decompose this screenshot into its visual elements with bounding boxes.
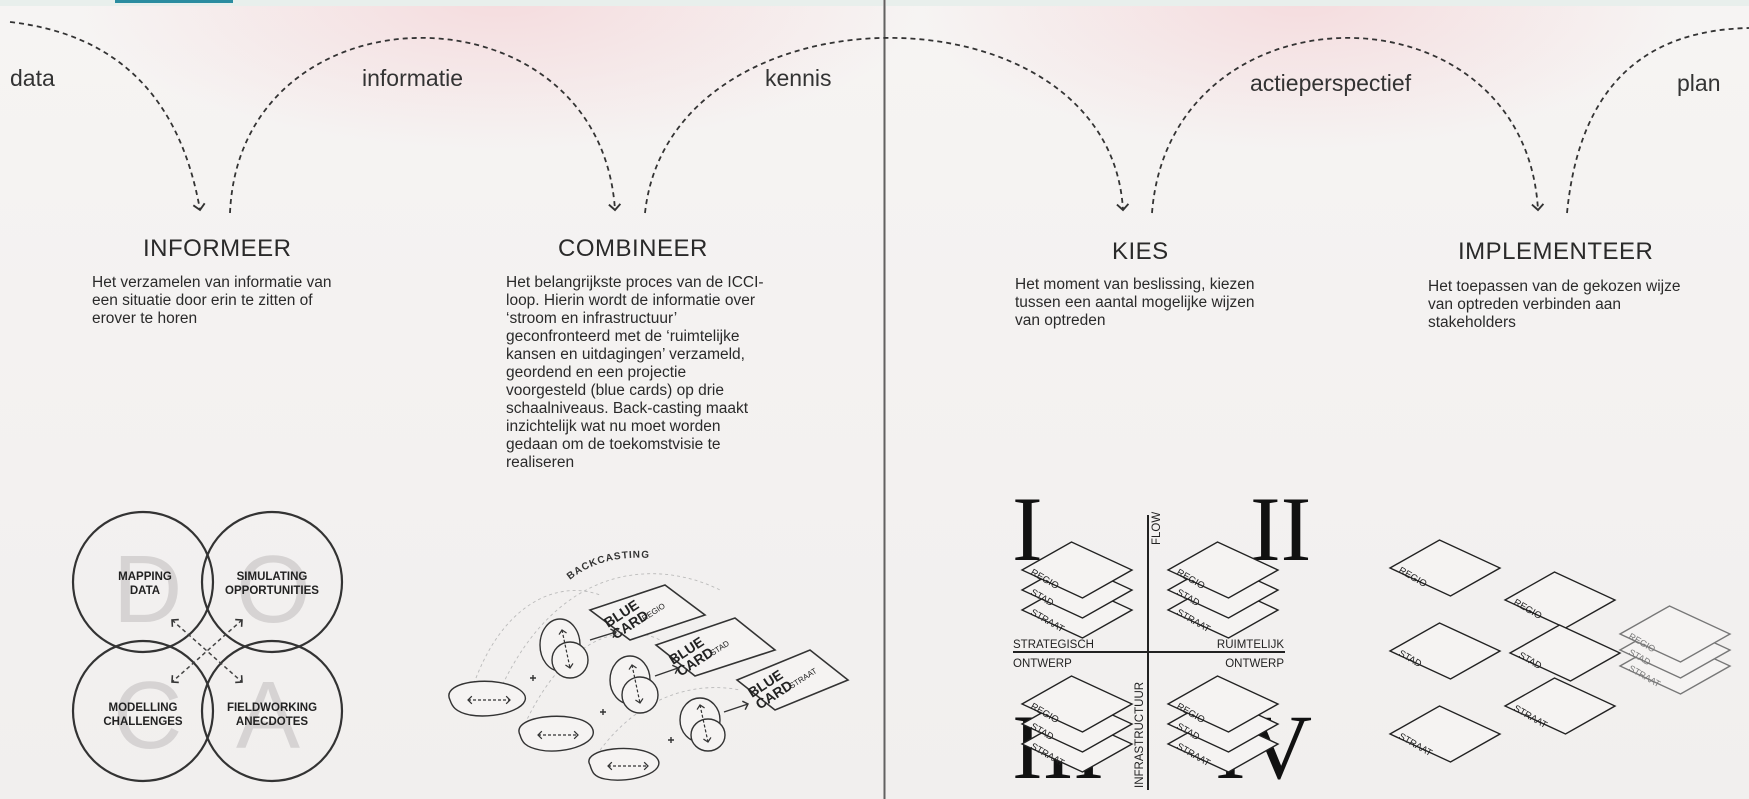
doca-letter-o: O [236, 536, 311, 643]
blob-arrow-6 [696, 704, 712, 743]
plus-3 [668, 737, 674, 743]
doca-letter-a: A [236, 662, 300, 769]
step-description-implementeer: Het toepassen van de gekozen wijze van o… [1428, 278, 1681, 331]
doca-label-mapping-1: MAPPING [118, 571, 172, 583]
kies-stack-1-layer-1 [1020, 541, 1134, 599]
arc-informeer-combineer [229, 37, 622, 214]
axis-ontwerp-right: ONTWERP [1225, 658, 1284, 670]
blue-card-straat [735, 649, 850, 711]
impl-stad-single [1388, 622, 1502, 680]
axis-strategisch: STRATEGISCH [1013, 639, 1094, 651]
doca-label-mapping-2: DATA [130, 585, 160, 597]
blob-arrow-4 [558, 629, 574, 669]
doca-label-fieldworking-1: FIELDWORKING [227, 702, 317, 714]
to-card-arrow-3 [723, 700, 749, 713]
doca-label-simulating-2: OPPORTUNITIES [225, 585, 319, 597]
doca-label-fieldworking-2: ANECDOTES [236, 716, 309, 728]
impl-straat-mid [1503, 677, 1617, 735]
step-title-combineer: COMBINEER [558, 235, 708, 262]
doca-circle-fieldworking [200, 639, 344, 783]
step-title-informeer: INFORMEER [143, 235, 292, 262]
doca-label-simulating-1: SIMULATING [237, 571, 308, 583]
top-band [0, 0, 1749, 6]
backcasting-curve-2 [519, 632, 661, 736]
impl-stad-mid [1508, 624, 1622, 682]
step-title-implementeer: IMPLEMENTEER [1458, 238, 1654, 265]
backcasting-curve-3 [589, 687, 741, 766]
flow-label-data: data [10, 65, 55, 91]
flow-label-informatie: informatie [362, 65, 463, 91]
flow-label-actieperspectief: actieperspectief [1250, 70, 1412, 96]
axis-ruimtelijk: RUIMTELIJK [1217, 639, 1284, 651]
plus-1 [530, 675, 536, 681]
impl-straat-single [1388, 705, 1502, 763]
doca-letter-c: C [113, 662, 182, 769]
impl-regio-mid [1503, 571, 1617, 629]
impl-stack-layer-1 [1618, 605, 1732, 663]
doca-label-modelling-2: CHALLENGES [103, 716, 183, 728]
page-gutter [883, 0, 886, 799]
kies-stack-4-layer-1 [1166, 675, 1280, 733]
step-description-combineer: Het belangrijkste proces van de ICCI-loo… [506, 274, 764, 471]
step-description-kies: Het moment van beslissing, kiezen tussen… [1015, 276, 1255, 329]
to-card-arrow-2 [654, 664, 679, 677]
flow-label-plan: plan [1677, 70, 1721, 96]
doca-letter-d: D [113, 536, 182, 643]
flow-label-kennis: kennis [765, 65, 832, 91]
to-card-arrow-1 [589, 628, 617, 641]
blue-card-stad [654, 617, 777, 677]
doca-circle-simulating [200, 510, 344, 654]
arc-implementeer-plan [1566, 27, 1749, 214]
kies-stack-2-layer-1 [1166, 541, 1280, 599]
doca-circle-mapping [71, 510, 215, 654]
doca-label-modelling-1: MODELLING [109, 702, 178, 714]
step-description-informeer: Het verzamelen van informatie van een si… [92, 274, 332, 327]
top-accent-mark [115, 0, 233, 3]
arc-data-informeer [9, 21, 206, 212]
impl-regio-single [1388, 539, 1502, 597]
kies-stack-3-layer-1 [1020, 675, 1134, 733]
backcasting-curve-4 [499, 573, 721, 691]
arc-combineer-kies [644, 37, 1130, 214]
axis-infrastructuur: INFRASTRUCTUUR [1134, 682, 1146, 788]
arc-kies-implementeer [1151, 37, 1545, 214]
plus-2 [600, 709, 606, 715]
axis-ontwerp-left: ONTWERP [1013, 658, 1072, 670]
step-title-kies: KIES [1112, 238, 1169, 265]
blob-arrow-5 [628, 664, 644, 704]
doca-cross-arrow-b [171, 618, 243, 684]
doca-circle-modelling [71, 639, 215, 783]
axis-flow: FLOW [1151, 512, 1163, 545]
